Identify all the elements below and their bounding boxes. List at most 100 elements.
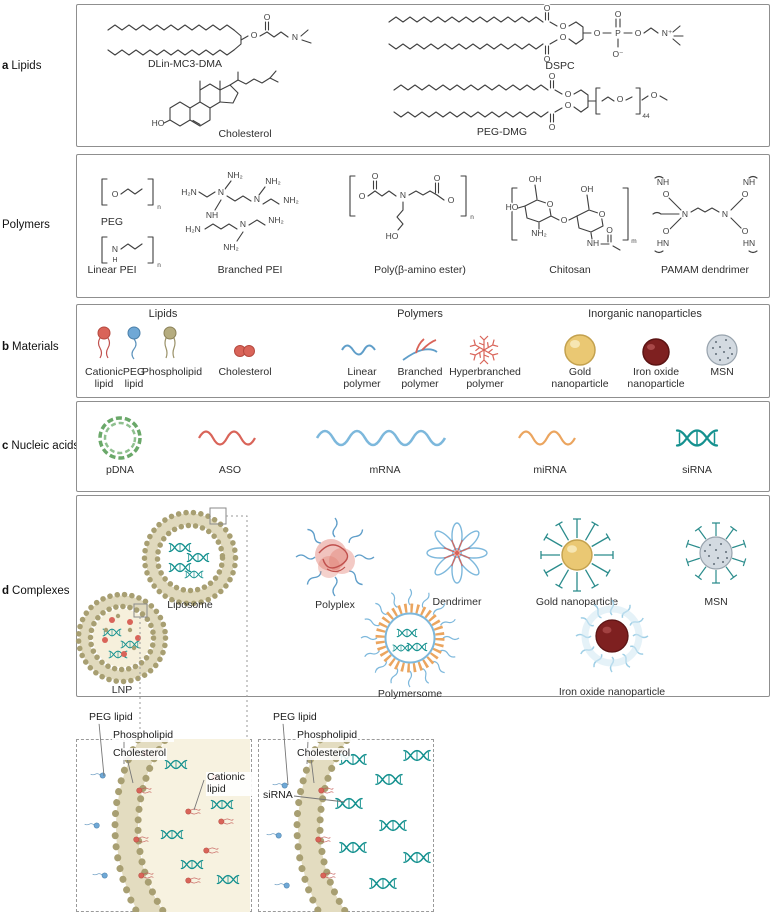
branched-polymer-icon bbox=[402, 338, 438, 361]
atom-label: OH bbox=[581, 184, 594, 194]
caption-chitosan: Chitosan bbox=[549, 264, 591, 276]
label-phospholipid: Phospholipid bbox=[141, 366, 203, 378]
atom-label: NH bbox=[657, 177, 669, 187]
label-msn: MSN bbox=[710, 366, 734, 378]
dspc-structure: O O O O O P O O⁻ O N⁺ bbox=[388, 2, 684, 66]
cationic-lipid-icon bbox=[97, 326, 111, 359]
subscript-label: n bbox=[157, 204, 161, 211]
msn-complex-icon bbox=[685, 522, 747, 584]
lipids-panel-box bbox=[76, 4, 770, 147]
atom-label: NH bbox=[206, 210, 218, 220]
atom-label: NH₂ bbox=[265, 176, 281, 186]
subscript-label: 44 bbox=[642, 113, 650, 120]
atom-label: O bbox=[549, 122, 556, 132]
atom-label: NH₂ bbox=[283, 195, 299, 205]
dlin-mc3-dma-structure: O O N bbox=[107, 11, 312, 56]
atom-label: NH bbox=[587, 238, 599, 248]
inset-label-sirna: siRNA bbox=[262, 789, 294, 802]
iron-oxide-nanoparticle-icon bbox=[642, 338, 670, 366]
pdna-icon bbox=[98, 416, 142, 460]
atom-label: N bbox=[218, 187, 224, 197]
label-iron-oxide-nanoparticle: Iron oxide nanoparticle bbox=[627, 366, 685, 391]
inset-label-cationic-lipid: Cationic lipid bbox=[206, 771, 254, 796]
label-cholesterol: Cholesterol bbox=[218, 366, 272, 378]
atom-label: N⁺ bbox=[662, 28, 673, 38]
atom-label: O bbox=[742, 189, 749, 199]
mirna-icon bbox=[518, 430, 576, 446]
atom-label: O bbox=[635, 28, 642, 38]
polyplex-icon bbox=[295, 517, 375, 597]
atom-label: O bbox=[372, 171, 379, 181]
atom-label: O bbox=[544, 3, 551, 13]
inset-label-peg-lipid-left: PEG lipid bbox=[88, 711, 134, 724]
hyperbranched-polymer-icon bbox=[469, 335, 499, 365]
label-hyperbranched-polymer: Hyperbranched polymer bbox=[449, 366, 521, 391]
atom-label: O bbox=[560, 32, 567, 42]
polymers-panel-box bbox=[76, 154, 770, 298]
mrna-icon bbox=[315, 429, 447, 447]
atom-label: NH₂ bbox=[268, 215, 284, 225]
peg-dmg-structure: O O O O O 44 O bbox=[393, 70, 668, 134]
cholesterol-icon bbox=[234, 345, 255, 357]
atom-label: O bbox=[448, 195, 455, 205]
atom-label: O bbox=[434, 173, 441, 183]
linear-polymer-icon bbox=[341, 344, 376, 356]
panel-c-letter: c bbox=[2, 440, 9, 452]
atom-label: O bbox=[251, 30, 258, 40]
atom-label: N bbox=[400, 190, 406, 200]
atom-label: N bbox=[254, 194, 260, 204]
lnp-zoom-rect bbox=[133, 603, 148, 618]
subscript-label: n bbox=[157, 262, 161, 269]
polymers-title: Polymers bbox=[2, 219, 50, 231]
caption-pbae: Poly(β-amino ester) bbox=[374, 264, 466, 276]
panel-a-letter: a bbox=[2, 60, 9, 72]
atom-label: NH bbox=[743, 177, 755, 187]
label-gold-nanoparticle: Gold nanoparticle bbox=[551, 366, 609, 391]
atom-label: OH bbox=[529, 174, 542, 184]
atom-label: O bbox=[594, 28, 601, 38]
pamam-dendrimer-structure: N N O NH O HN O NH O HN bbox=[652, 176, 758, 254]
atom-label: HO bbox=[386, 231, 399, 241]
atom-label: O bbox=[617, 94, 624, 104]
label-polyplex: Polyplex bbox=[315, 599, 355, 611]
atom-label: O bbox=[599, 209, 606, 219]
liposome-zoom-inset bbox=[266, 739, 431, 912]
polymers-side-label: Polymers bbox=[2, 219, 50, 231]
inset-label-phospholipid-right: Phospholipid bbox=[296, 729, 359, 742]
caption-peg-dmg: PEG-DMG bbox=[476, 126, 528, 138]
label-mrna: mRNA bbox=[369, 464, 401, 476]
atom-label: HN bbox=[743, 238, 755, 248]
atom-label: N bbox=[682, 209, 688, 219]
atom-label: O bbox=[549, 71, 556, 81]
label-branched-polymer: Branched polymer bbox=[397, 366, 443, 391]
subscript-label: n bbox=[470, 214, 474, 221]
inset-label-peg-lipid-right: PEG lipid bbox=[272, 711, 318, 724]
atom-label: P bbox=[615, 28, 621, 38]
atom-label: HN bbox=[657, 238, 669, 248]
atom-label: O bbox=[606, 225, 613, 235]
caption-linear-pei: Linear PEI bbox=[87, 264, 137, 276]
panel-d-letter: d bbox=[2, 585, 10, 597]
group-title-lipids: Lipids bbox=[148, 308, 178, 320]
panel-a-title: Lipids bbox=[11, 60, 42, 72]
lnp-icon bbox=[75, 591, 169, 685]
atom-label: O bbox=[112, 189, 119, 199]
atom-label: NH₂ bbox=[227, 170, 243, 180]
label-liposome: Liposome bbox=[167, 599, 213, 611]
label-peg-lipid: PEG lipid bbox=[122, 366, 146, 391]
atom-label: NH₂ bbox=[531, 228, 547, 238]
polymersome-icon bbox=[360, 588, 460, 688]
atom-label: NH₂ bbox=[223, 242, 239, 252]
peg-structure: O n bbox=[101, 178, 163, 213]
panel-c-title: Nucleic acids bbox=[11, 440, 80, 452]
label-pdna: pDNA bbox=[105, 464, 135, 476]
atom-label: O⁻ bbox=[612, 49, 624, 59]
atom-label: HO bbox=[152, 118, 165, 128]
atom-label: O bbox=[663, 189, 670, 199]
msn-icon bbox=[706, 334, 738, 366]
label-iron-oxide-complex: Iron oxide nanoparticle bbox=[558, 686, 666, 698]
